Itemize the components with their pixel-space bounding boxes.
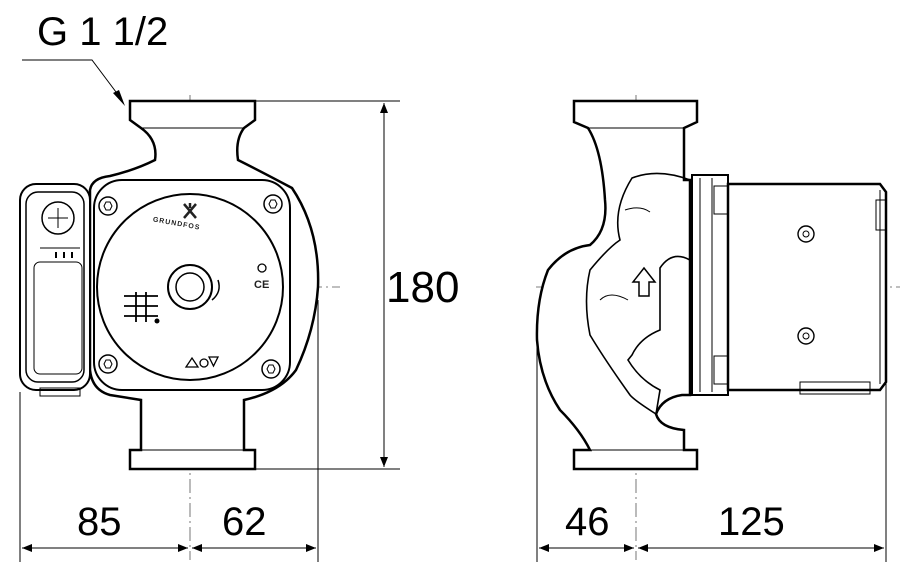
thread-leader-arrow (113, 90, 125, 106)
rotation-arrow-icon (211, 279, 220, 301)
side-view (535, 95, 900, 560)
left-width-dimension: 85 (77, 500, 122, 544)
pump-body-side (535, 99, 699, 471)
screw-icon (797, 225, 815, 243)
bolt (98, 196, 118, 216)
symbols-icon (184, 356, 220, 368)
ce-mark: CE (254, 279, 269, 291)
height-dimension: 180 (386, 263, 459, 312)
right-width-dimension: 62 (222, 500, 267, 544)
motor-side (726, 182, 888, 392)
mark-dot-icon (257, 263, 267, 273)
front-view: GRUNDFOS CE (19, 95, 340, 560)
motor-flange (691, 174, 729, 396)
bolt (261, 359, 281, 379)
terminal-box (19, 183, 91, 397)
side-flange-dimension: 46 (565, 500, 610, 544)
bolt (98, 354, 118, 374)
hatched-section (585, 172, 691, 416)
screw-icon (797, 327, 815, 345)
thread-leader (22, 59, 123, 101)
hub-outer (167, 264, 213, 310)
side-motor-dimension: 125 (718, 500, 785, 544)
flow-arrow-icon (631, 266, 657, 297)
speed-marks-icon (124, 292, 160, 324)
brand-logo-icon (183, 203, 197, 219)
thread-label: G 1 1/2 (37, 10, 168, 54)
bolt (263, 194, 283, 214)
hub-inner (175, 272, 205, 302)
